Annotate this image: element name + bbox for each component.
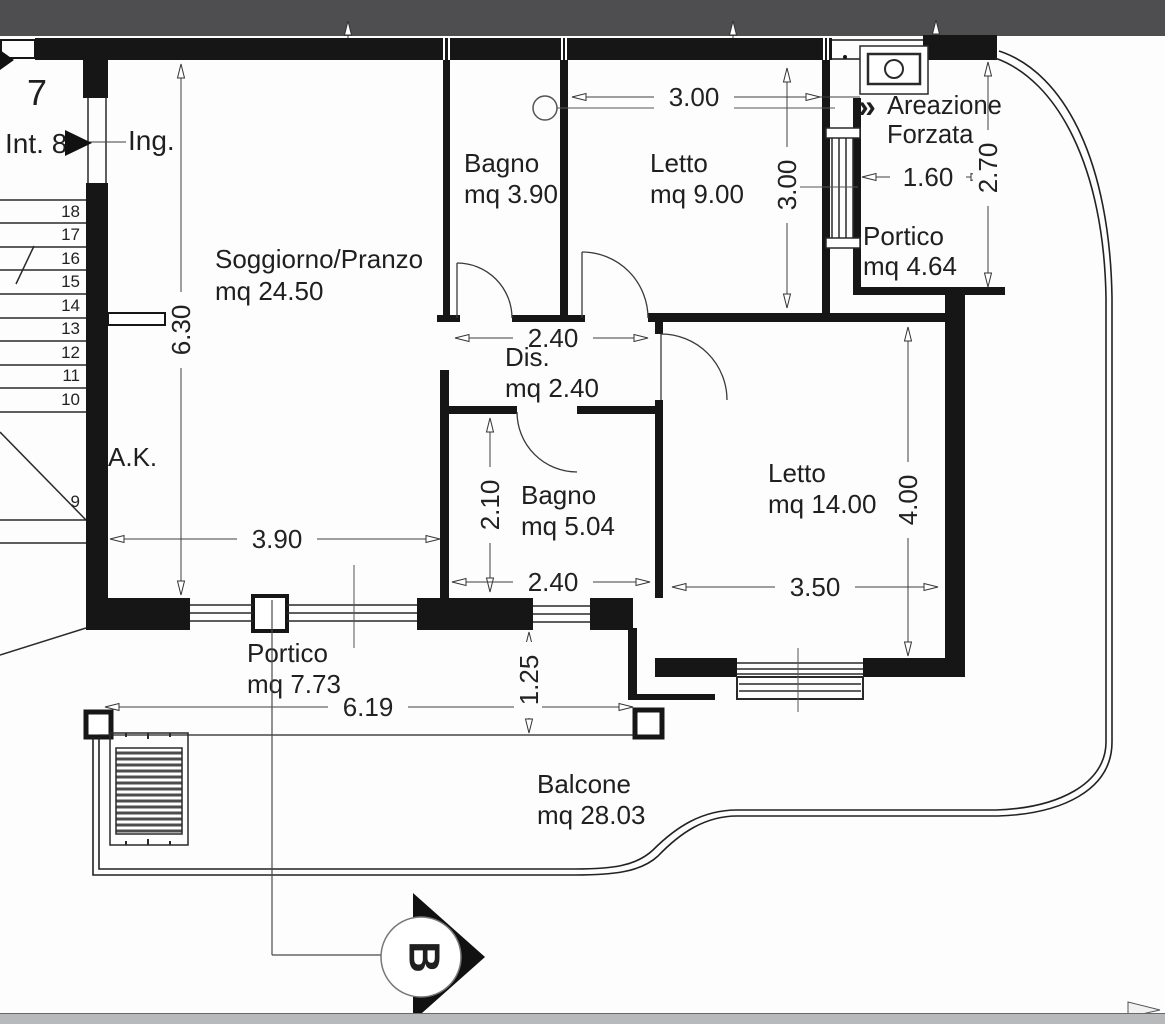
- kitchen-label: A.K.: [108, 442, 157, 472]
- entry-label: Ing.: [128, 125, 175, 156]
- ventilation-label-line1: Areazione: [887, 92, 1002, 120]
- room-portico-small-area: mq 4.64: [863, 251, 957, 281]
- dim-letto-large-height: 4.00: [893, 475, 923, 526]
- dim-bagno-large-width: 2.40: [528, 567, 579, 597]
- dim-bagno-large-height: 2.10: [475, 480, 505, 531]
- wall-joints: [443, 38, 829, 60]
- room-letto-small-name: Letto: [650, 148, 708, 178]
- door-swings: [456, 251, 728, 473]
- room-balcone-area: mq 28.03: [537, 800, 645, 830]
- top-gray-bar: [0, 0, 1165, 36]
- room-letto-large-area: mq 14.00: [768, 489, 876, 519]
- stair-tread-label: 11: [62, 366, 80, 385]
- dim-soggiorno-width: 3.90: [252, 524, 303, 554]
- stair-tread-label: 12: [61, 343, 80, 362]
- stair-tread-label: 10: [61, 390, 80, 409]
- section-marker-b: B: [271, 600, 485, 1021]
- stair-tread-label: 13: [61, 319, 80, 338]
- dim-letto-small-width: 3.00: [669, 82, 720, 112]
- unit-label: Int. 8: [5, 128, 67, 159]
- exterior-walls: [35, 35, 1005, 700]
- dim-soggiorno-height: 6.30: [166, 305, 196, 356]
- room-dis-area: mq 2.40: [505, 373, 599, 403]
- stair-tread-label: 15: [61, 272, 80, 291]
- dim-portico-small-height: 2.70: [973, 143, 1003, 194]
- stair-tread-label: 18: [61, 202, 80, 221]
- dim-portico-large-width: 6.19: [343, 692, 394, 722]
- room-bagno-small-name: Bagno: [464, 148, 539, 178]
- room-bagno-small-area: mq 3.90: [464, 179, 558, 209]
- stair-tread-label: 17: [61, 225, 80, 244]
- stair-landing-label: 7: [27, 72, 47, 113]
- room-labels: Soggiorno/Pranzo mq 24.50 Bagno mq 3.90 …: [108, 148, 957, 830]
- room-balcone-name: Balcone: [537, 769, 631, 799]
- room-letto-small-area: mq 9.00: [650, 179, 744, 209]
- edge-arrow-icon: [0, 50, 14, 70]
- dimension-labels: 6.30 3.00 3.00 1.60 2.70 2.40 2.10 2.40 …: [166, 82, 1003, 722]
- staircase: [0, 199, 87, 656]
- room-soggiorno-area: mq 24.50: [215, 276, 323, 306]
- section-circle: [380, 916, 462, 998]
- ventilation-label-line2: Forzata: [887, 121, 974, 149]
- stair-tread-label: 16: [61, 249, 80, 268]
- section-marker-letter: B: [400, 941, 449, 973]
- stair-tread-label: 9: [71, 492, 80, 511]
- room-soggiorno-name: Soggiorno/Pranzo: [215, 244, 423, 274]
- room-dis-name: Dis.: [505, 342, 550, 372]
- room-bagno-large-area: mq 5.04: [521, 511, 615, 541]
- bottom-gray-bar: [0, 1013, 1165, 1024]
- axis-ticks: [353, 186, 858, 712]
- dim-letto-large-width: 3.50: [790, 572, 841, 602]
- floor-grate: [109, 732, 189, 846]
- room-portico-large-area: mq 7.73: [247, 669, 341, 699]
- ventilation-chevrons-icon: »: [858, 88, 876, 124]
- dim-portico-large-depth: 1.25: [514, 655, 544, 706]
- stair-tread-label: 14: [61, 296, 80, 315]
- room-letto-large-name: Letto: [768, 458, 826, 488]
- room-bagno-large-name: Bagno: [521, 480, 596, 510]
- annotations: 7 Int. 8 Ing. » Areazione Forzata: [0, 50, 1002, 159]
- stair-numbers: 18 17 16 15 14 13 12 11 10 9: [61, 202, 80, 511]
- room-portico-large-name: Portico: [247, 638, 328, 668]
- room-portico-small-name: Portico: [863, 221, 944, 251]
- dim-letto-small-height: 3.00: [772, 160, 802, 211]
- dim-dis-width: 2.40: [528, 323, 579, 353]
- dim-portico-small-width: 1.60: [903, 162, 954, 192]
- boiler-icon: [843, 45, 929, 95]
- windows: [87, 98, 864, 700]
- entry-arrow-icon: [65, 130, 92, 156]
